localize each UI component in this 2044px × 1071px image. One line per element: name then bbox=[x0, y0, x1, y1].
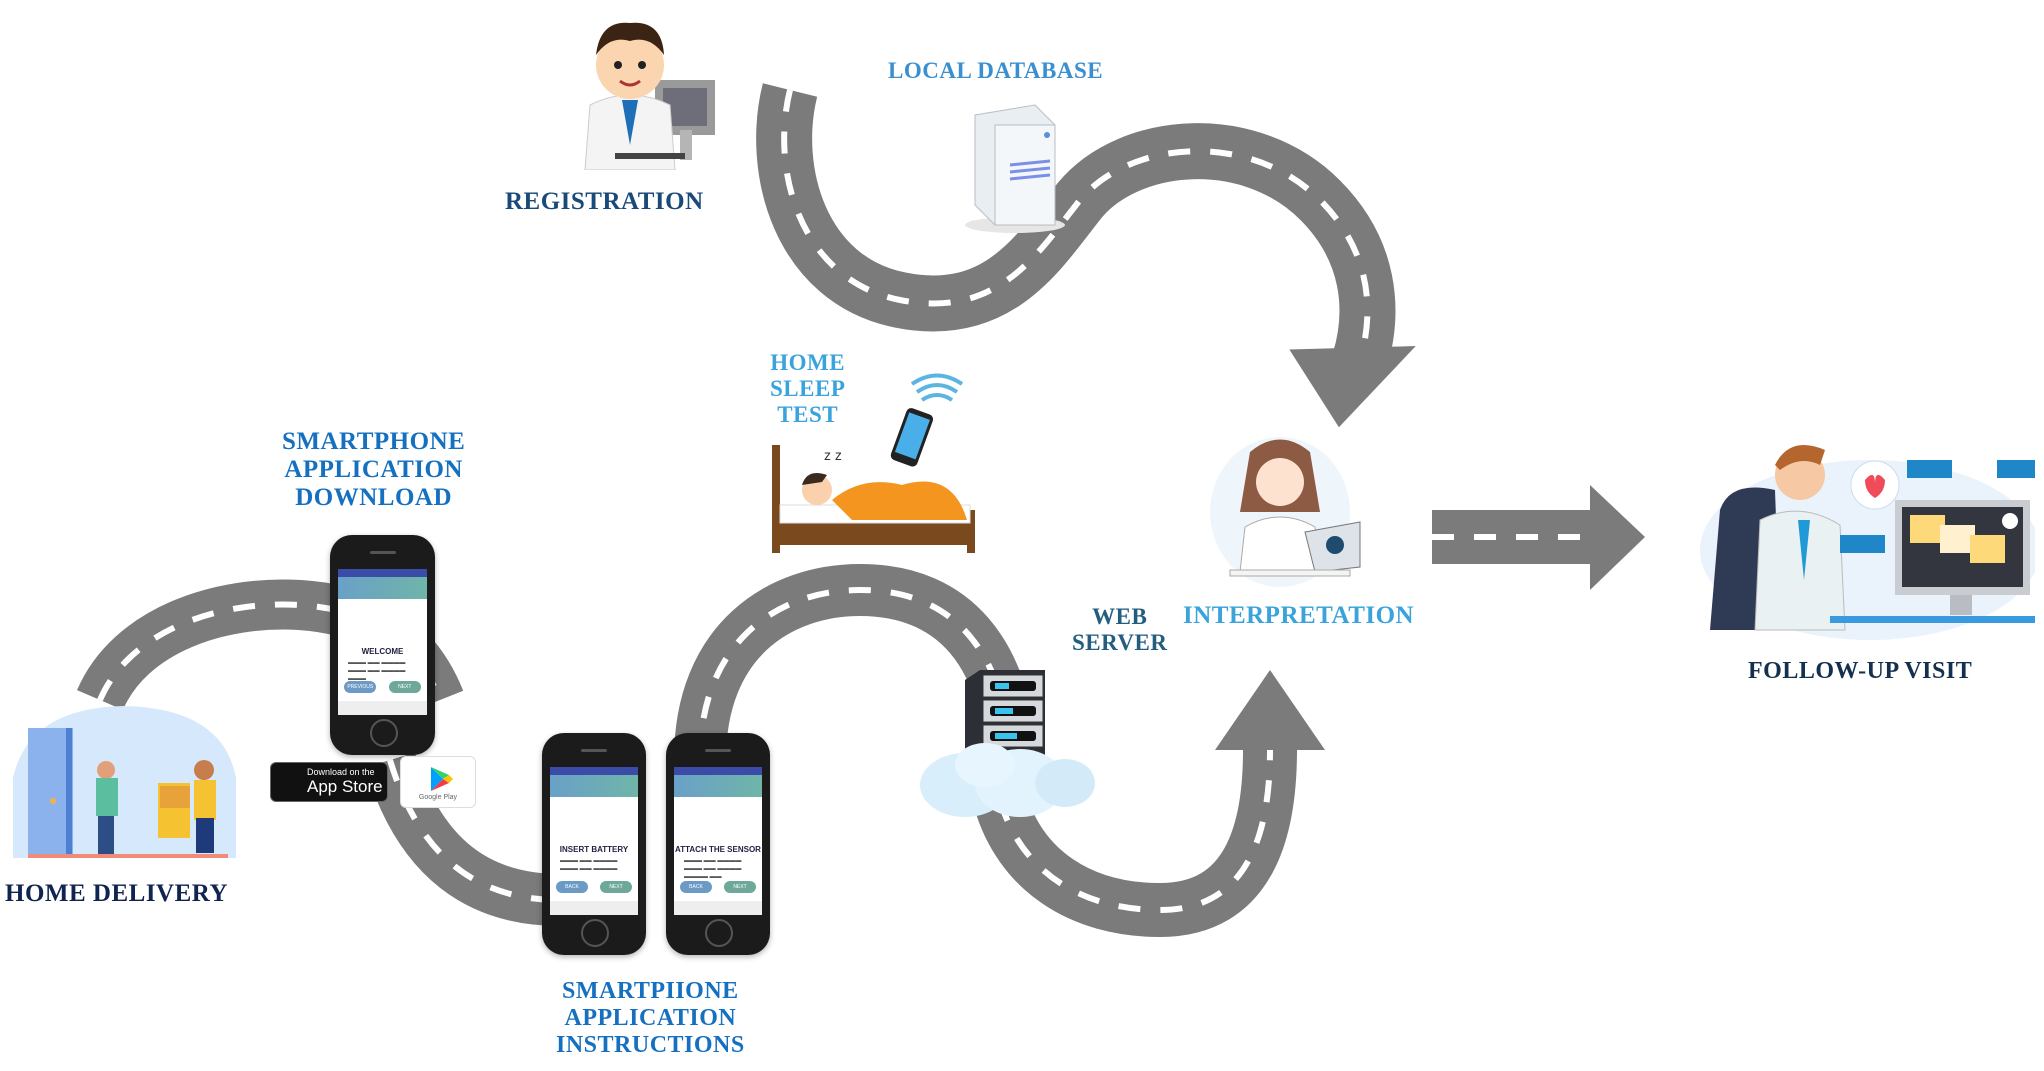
appstore-small-text: Download on the bbox=[307, 767, 375, 777]
road-bottom-u bbox=[974, 749, 1297, 938]
interpretation-label: INTERPRETATION bbox=[1183, 602, 1415, 629]
arrowhead-up bbox=[1215, 670, 1325, 750]
google-play-badge[interactable]: Google Play bbox=[400, 756, 476, 808]
database-server-icon bbox=[955, 95, 1075, 235]
home-sleep-test-label: HOME SLEEP TEST bbox=[770, 350, 845, 427]
svg-text:z z: z z bbox=[824, 447, 842, 463]
app-instructions-line-1: SMARTPIIONE bbox=[562, 978, 739, 1004]
road-valley-dashes bbox=[387, 759, 561, 903]
instructions-2-title: ATTACH THE SENSOR bbox=[675, 845, 761, 854]
google-play-icon bbox=[431, 767, 453, 791]
instructions-1-back-button[interactable]: BACK bbox=[556, 881, 588, 893]
follow-up-label: FOLLOW-UP VISIT bbox=[1748, 658, 1973, 684]
arrowhead-down bbox=[1289, 346, 1416, 428]
app-store-badge[interactable]: Download on the App Store bbox=[270, 762, 388, 802]
cloud-server-icon bbox=[915, 665, 1100, 825]
app-instructions-line-3: INSTRUCTIONS bbox=[556, 1031, 745, 1058]
home-sleep-test-line-2: SLEEP bbox=[770, 375, 846, 401]
web-server-line-1: WEB bbox=[1092, 604, 1148, 629]
home-sleep-test-line-3: TEST bbox=[777, 401, 839, 427]
web-server-line-2: SERVER bbox=[1072, 629, 1168, 655]
registration-label: REGISTRATION bbox=[505, 188, 704, 215]
download-phone: WELCOME ▬▬▬ ▬▬ ▬▬▬▬ ▬▬▬ ▬▬ ▬▬▬▬ ▬▬▬ PREV… bbox=[330, 535, 435, 755]
instructions-phone-2: ATTACH THE SENSOR ▬▬▬ ▬▬ ▬▬▬▬ ▬▬▬ ▬▬ ▬▬▬… bbox=[666, 733, 770, 955]
app-instructions-line-2: APPLICATION bbox=[564, 1004, 737, 1031]
registration-doctor-illustration bbox=[560, 5, 740, 171]
app-instructions-label: SMARTPIIONE APPLICATION INSTRUCTIONS bbox=[556, 978, 745, 1059]
instructions-2-next-button[interactable]: NEXT bbox=[724, 881, 756, 893]
arrowhead-right bbox=[1590, 485, 1645, 590]
sleeping-in-bed-illustration: z z bbox=[762, 370, 982, 555]
instructions-2-back-button[interactable]: BACK bbox=[680, 881, 712, 893]
app-download-line-3: DOWNLOAD bbox=[295, 484, 453, 511]
google-play-text: Google Play bbox=[418, 794, 458, 801]
road-top bbox=[756, 83, 1396, 369]
instructions-phone-1: INSERT BATTERY ▬▬▬ ▬▬ ▬▬▬▬ ▬▬▬ ▬▬ ▬▬▬▬ B… bbox=[542, 733, 646, 955]
app-download-line-1: SMARTPHONE bbox=[282, 428, 466, 455]
road-middle-arch-dashes bbox=[697, 586, 1013, 761]
follow-up-telemedicine-illustration bbox=[1680, 430, 2042, 640]
smartphone-icon bbox=[890, 408, 934, 467]
wifi-signal-icon bbox=[910, 373, 964, 402]
app-download-label: SMARTPHONE APPLICATION DOWNLOAD bbox=[282, 428, 465, 512]
download-previous-button[interactable]: PREVIOUS bbox=[344, 681, 377, 693]
home-delivery-label: HOME DELIVERY bbox=[5, 880, 229, 907]
appstore-big-text: App Store bbox=[307, 777, 383, 796]
instructions-1-next-button[interactable]: NEXT bbox=[600, 881, 632, 893]
app-download-line-2: APPLICATION bbox=[284, 456, 463, 483]
download-next-button[interactable]: NEXT bbox=[388, 681, 421, 693]
download-screen-title: WELCOME bbox=[361, 647, 404, 656]
instructions-1-title: INSERT BATTERY bbox=[559, 845, 629, 854]
home-delivery-illustration bbox=[8, 698, 240, 860]
web-server-label: WEB SERVER bbox=[1072, 604, 1168, 656]
home-sleep-test-line-1: HOME bbox=[770, 350, 846, 375]
interpretation-doctor-illustration bbox=[1210, 432, 1380, 592]
local-database-label: LOCAL DATABASE bbox=[888, 58, 1104, 83]
